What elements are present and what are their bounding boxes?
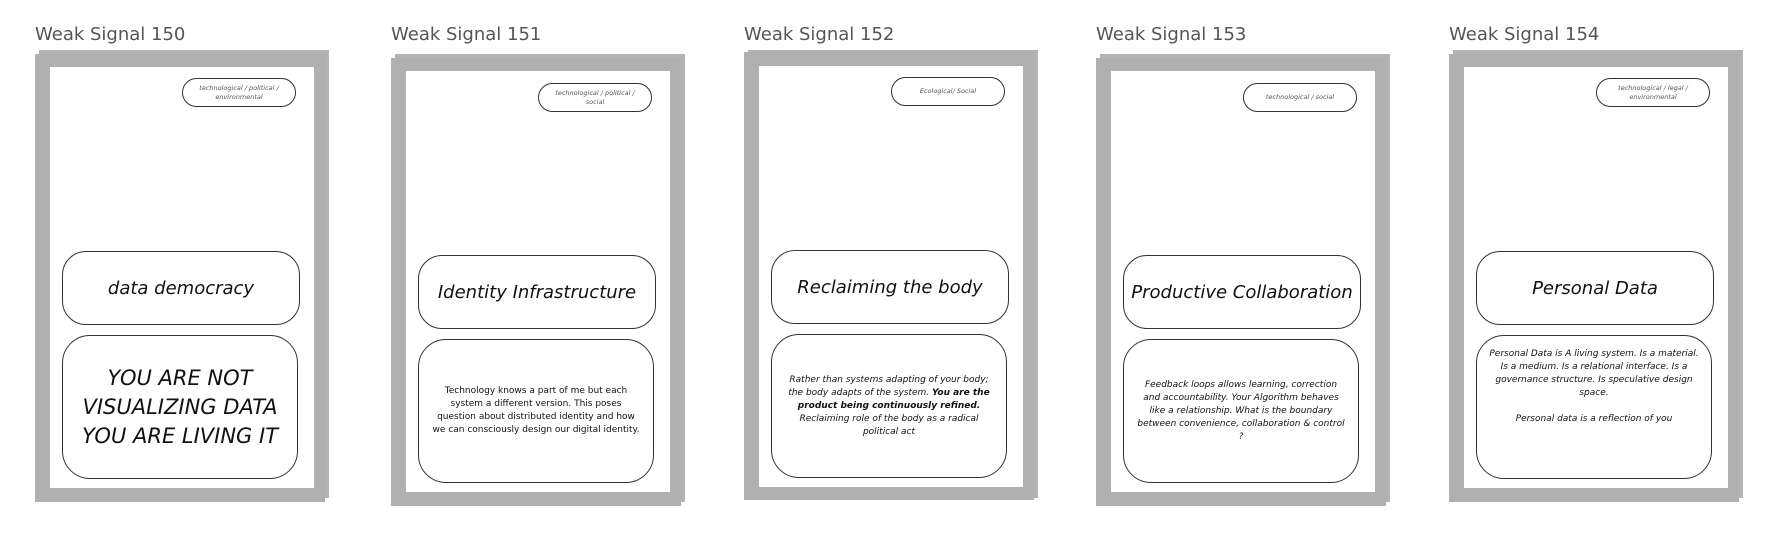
card-inner: technological / political / environmenta… <box>50 67 314 488</box>
card-inner: technological / political / social Ident… <box>406 71 670 492</box>
category-tag: Ecological/ Social <box>891 77 1005 106</box>
weak-signal-card-151[interactable]: Weak Signal 151 technological / politica… <box>391 0 691 546</box>
weak-signal-card-150[interactable]: Weak Signal 150 technological / politica… <box>35 0 335 546</box>
card-body: Technology knows a part of me but each s… <box>418 339 654 483</box>
card-frame: technological / legal / environmental Pe… <box>1449 54 1739 502</box>
category-tag: technological / political / environmenta… <box>182 78 296 107</box>
card-headline: data democracy <box>62 251 300 325</box>
card-title: Weak Signal 152 <box>744 24 895 45</box>
card-frame: technological / social Productive Collab… <box>1096 58 1386 506</box>
card-inner: technological / legal / environmental Pe… <box>1464 67 1728 488</box>
weak-signal-card-154[interactable]: Weak Signal 154 technological / legal / … <box>1449 0 1749 546</box>
category-tag: technological / social <box>1243 83 1357 112</box>
card-frame: technological / political / social Ident… <box>391 58 681 506</box>
category-tag: technological / political / social <box>538 83 652 112</box>
weak-signal-card-152[interactable]: Weak Signal 152 Ecological/ Social Recla… <box>744 0 1044 546</box>
body-text: Feedback loops allows learning, correcti… <box>1137 379 1345 442</box>
card-headline: Reclaiming the body <box>771 250 1009 324</box>
body-text: Rather than systems adapting of your bod… <box>788 374 989 398</box>
card-title: Weak Signal 153 <box>1096 24 1247 45</box>
card-frame: technological / political / environmenta… <box>35 54 325 502</box>
card-body: Rather than systems adapting of your bod… <box>771 334 1007 478</box>
weak-signal-card-153[interactable]: Weak Signal 153 technological / social P… <box>1096 0 1396 546</box>
card-inner: Ecological/ Social Reclaiming the body R… <box>759 66 1023 487</box>
body-text: Personal Data is A living system. Is a m… <box>1489 349 1699 398</box>
body-text: Personal data is a reflection of you <box>1515 414 1673 424</box>
card-headline: Personal Data <box>1476 251 1714 325</box>
card-inner: technological / social Productive Collab… <box>1111 71 1375 492</box>
card-title: Weak Signal 154 <box>1449 24 1600 45</box>
card-frame: Ecological/ Social Reclaiming the body R… <box>744 52 1034 500</box>
category-tag: technological / legal / environmental <box>1596 78 1710 107</box>
card-body: Feedback loops allows learning, correcti… <box>1123 339 1359 483</box>
card-title: Weak Signal 150 <box>35 24 186 45</box>
card-body: YOU ARE NOT VISUALIZING DATA YOU ARE LIV… <box>62 335 298 479</box>
body-text: Reclaiming role of the body as a radical… <box>799 413 979 437</box>
body-text-bold: You are the product being continuously r… <box>797 387 990 411</box>
card-body: Personal Data is A living system. Is a m… <box>1476 335 1712 479</box>
card-title: Weak Signal 151 <box>391 24 542 45</box>
body-text: YOU ARE NOT VISUALIZING DATA YOU ARE LIV… <box>81 365 279 448</box>
body-text: Technology knows a part of me but each s… <box>432 386 640 435</box>
card-headline: Identity Infrastructure <box>418 255 656 329</box>
card-headline: Productive Collaboration <box>1123 255 1361 329</box>
